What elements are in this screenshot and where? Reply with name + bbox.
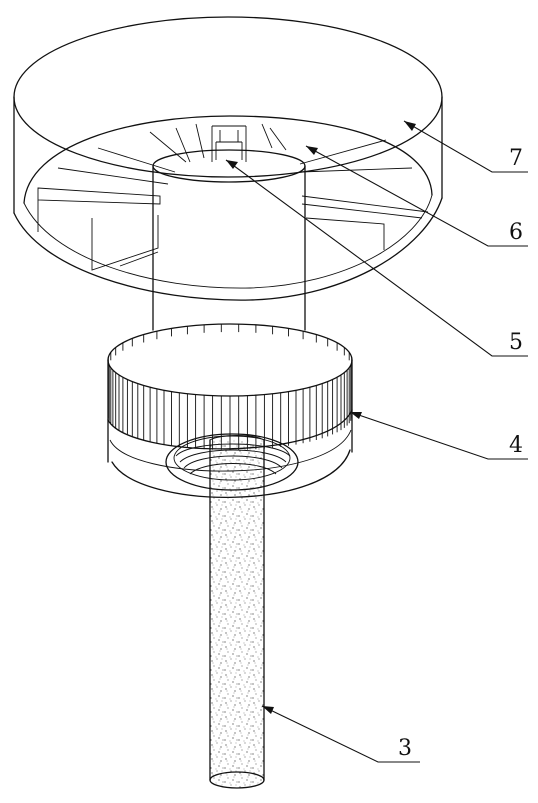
label-part-5: 5 [509, 330, 523, 355]
porous-rod [209, 435, 265, 789]
knurl-ridges [107, 324, 353, 450]
cover-dish [13, 16, 443, 301]
knurled-nut [107, 323, 353, 498]
label-part-7: 7 [509, 146, 523, 171]
leader-lines [225, 120, 528, 763]
fan-blades [37, 123, 429, 271]
label-part-4: 4 [509, 433, 523, 458]
label-part-3: 3 [398, 736, 412, 761]
hub-column [152, 125, 306, 331]
label-part-6: 6 [509, 220, 523, 245]
